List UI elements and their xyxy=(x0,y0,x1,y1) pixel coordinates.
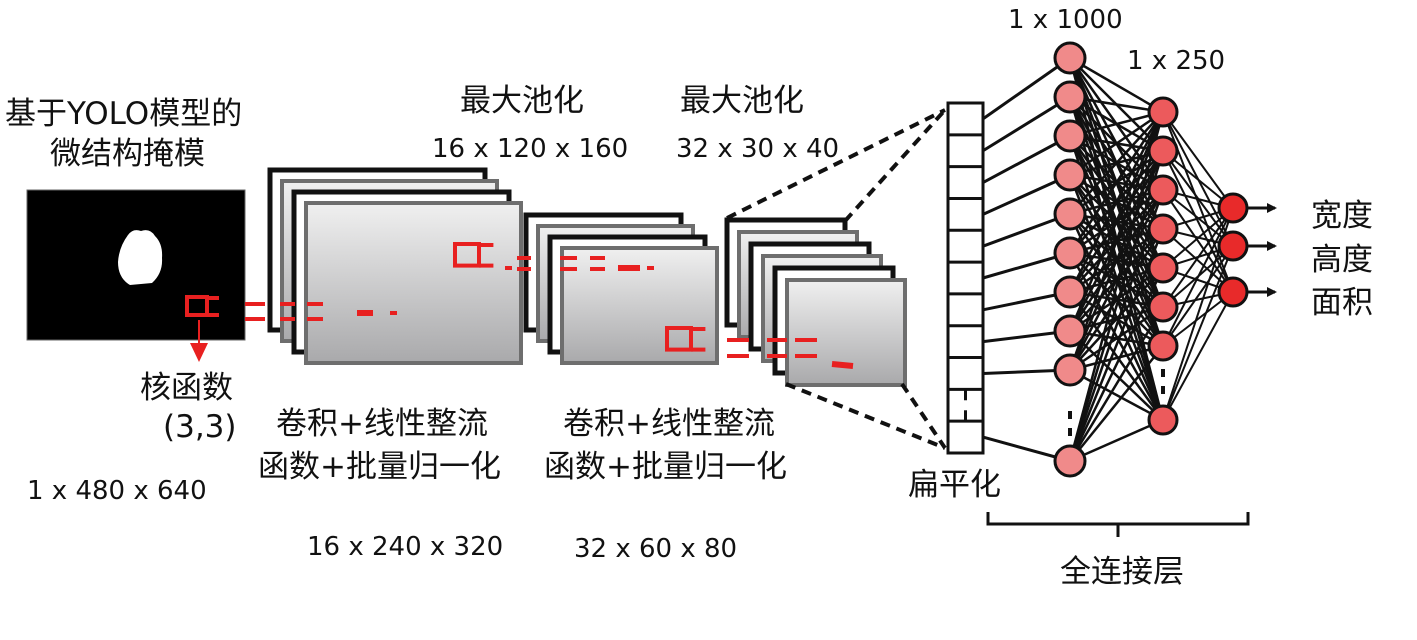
ellipsis-dot xyxy=(1161,369,1165,377)
pool1-dims: 16 x 120 x 160 xyxy=(432,134,629,164)
projection-line xyxy=(726,108,946,220)
conv2-dims: 32 x 60 x 80 xyxy=(574,534,738,564)
fc-edge xyxy=(1068,150,1165,462)
feature-map xyxy=(785,278,907,387)
fc-edge xyxy=(1162,207,1234,308)
input-mask-image xyxy=(26,189,246,341)
input-dims: 1 x 480 x 640 xyxy=(27,476,207,506)
kernel-dash xyxy=(831,361,854,369)
flatten-vector xyxy=(946,101,985,455)
fc-edge xyxy=(1069,267,1164,371)
fc2-node xyxy=(1147,96,1179,128)
fc2-node xyxy=(1147,213,1179,245)
fc1-node xyxy=(1053,158,1087,192)
output-node xyxy=(1217,230,1249,262)
output-width: 宽度 xyxy=(1311,198,1373,234)
projection-line xyxy=(900,382,947,450)
fc-edge xyxy=(1069,345,1164,462)
fc-edge xyxy=(1162,228,1234,293)
fc-edge xyxy=(1162,245,1234,421)
kernel-arrow-head xyxy=(190,343,208,362)
fc2-node xyxy=(1147,291,1179,323)
output-area: 面积 xyxy=(1311,285,1373,321)
fc-edge xyxy=(1068,111,1165,254)
conv1-feature-map-stack xyxy=(267,167,523,365)
pool2-feature-map-stack xyxy=(724,217,907,387)
conv2-label-line1: 卷积+线性整流 xyxy=(563,406,775,442)
fc1-node xyxy=(1053,444,1087,478)
pool1-label: 最大池化 xyxy=(460,83,584,119)
fc-edge xyxy=(1068,228,1165,371)
fc-edge xyxy=(1068,111,1165,462)
fc1-node xyxy=(1053,353,1087,387)
fc2-node xyxy=(1147,135,1179,167)
fc-edge xyxy=(1162,291,1234,421)
fc-edge xyxy=(1068,189,1165,371)
fc-edge xyxy=(1068,306,1165,462)
projection-line xyxy=(843,108,947,223)
fc2-node xyxy=(1147,330,1179,362)
ellipsis-dot xyxy=(1068,411,1072,419)
fc1-node xyxy=(1053,275,1087,309)
fc1-node xyxy=(1053,80,1087,114)
fc-edge xyxy=(982,95,1071,153)
conv2-feature-map-stack xyxy=(523,212,719,365)
flatten-label: 扁平化 xyxy=(908,467,1001,503)
kernel-markers xyxy=(185,242,854,369)
fc-edge xyxy=(1069,110,1164,177)
fc-edge xyxy=(1069,368,1164,422)
fc-edge xyxy=(1068,267,1165,462)
fc-nodes xyxy=(1053,41,1277,478)
kernel-label: 核函数 xyxy=(140,370,233,406)
output-node xyxy=(1217,276,1249,308)
fc1-node xyxy=(1053,119,1087,153)
pool2-dims: 32 x 30 x 40 xyxy=(676,134,840,164)
fc-edge xyxy=(1162,111,1234,209)
fc1-node xyxy=(1053,197,1087,231)
kernel-icon xyxy=(453,242,494,268)
fc2-node xyxy=(1147,404,1179,436)
fc-connections xyxy=(982,56,1234,463)
fc2-node xyxy=(1147,252,1179,284)
pool2-label: 最大池化 xyxy=(680,83,804,119)
fc-edge xyxy=(1162,207,1234,347)
fc1-node xyxy=(1053,314,1087,348)
conv1-label-line1: 卷积+线性整流 xyxy=(276,406,488,442)
fc1-node xyxy=(1053,41,1087,75)
fc-edge xyxy=(1068,111,1165,293)
feature-map xyxy=(304,201,523,365)
fc-edge xyxy=(1162,150,1234,293)
fc-edge xyxy=(1069,305,1164,372)
ellipsis-dot xyxy=(1068,428,1072,436)
fc-group-label: 全连接层 xyxy=(1060,554,1184,590)
fc-edge xyxy=(1069,111,1164,215)
fc-edge xyxy=(1162,245,1234,347)
conv2-label-line2: 函数+批量归一化 xyxy=(544,449,787,485)
flatten-frame xyxy=(946,101,985,455)
projection-lines xyxy=(726,108,947,450)
kernel-size: (3,3) xyxy=(163,409,237,445)
ellipsis-dot xyxy=(1161,386,1165,394)
fc-edge xyxy=(982,56,1071,121)
kernel-icon xyxy=(665,326,706,352)
output-node xyxy=(1217,192,1249,224)
fc-edge xyxy=(1068,189,1165,462)
fc1-node xyxy=(1053,236,1087,270)
projection-line xyxy=(785,382,946,450)
conv1-dims: 16 x 240 x 320 xyxy=(307,532,504,562)
fc-group-bracket xyxy=(986,512,1250,537)
input-title-line1: 基于YOLO模型的 xyxy=(5,96,243,132)
conv1-label-line2: 函数+批量归一化 xyxy=(258,449,501,485)
input-title-line2: 微结构掩模 xyxy=(50,136,205,172)
fc1-dims: 1 x 1000 xyxy=(1008,5,1123,35)
fc2-node xyxy=(1147,174,1179,206)
fc-edge xyxy=(1069,418,1164,463)
fc2-dims: 1 x 250 xyxy=(1127,46,1226,76)
micro-structure-blob xyxy=(118,230,163,285)
fc-edge xyxy=(1069,56,1164,114)
output-height: 高度 xyxy=(1311,242,1373,278)
fc-edge xyxy=(1068,228,1165,462)
kernel-icon xyxy=(185,295,219,317)
